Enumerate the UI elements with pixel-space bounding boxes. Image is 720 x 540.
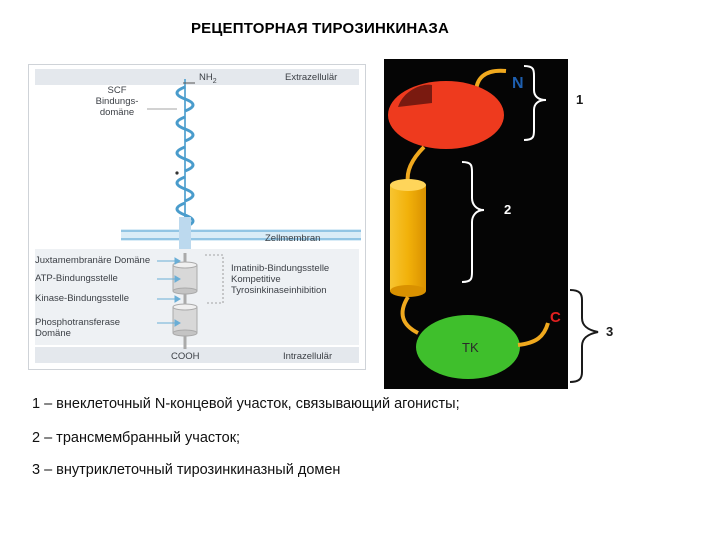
page-title: РЕЦЕПТОРНАЯ ТИРОЗИНКИНАЗА: [190, 20, 450, 37]
transmembrane-helix: [390, 185, 426, 291]
legend-item-3: 3 – внутриклеточный тирозинкиназный доме…: [32, 462, 341, 478]
receptor-cartoon-drawing: [388, 68, 550, 379]
receptor-schematic-panel: NH2 Extrazellulär SCF Bindungs- domäne Z…: [28, 64, 366, 370]
c-terminus-label: C: [550, 309, 561, 326]
receptor-schematic-drawing: [35, 69, 361, 363]
atp-binding-label: ATP-Bindungsstelle: [35, 273, 118, 284]
intracellular-band: [35, 347, 359, 363]
brace-1: [523, 65, 547, 141]
kinase-binding-label: Kinase-Bindungsstelle: [35, 293, 130, 304]
tyrosine-kinase-domain: [416, 315, 520, 379]
phosphotransferase-label: Phosphotransferase Domäne: [35, 317, 121, 339]
extracellular-label: Extrazellulär: [285, 72, 338, 83]
legend-item-2: 2 – трансмембранный участок;: [32, 430, 241, 446]
ligand-pocket: [398, 84, 432, 107]
label-3: 3: [606, 324, 614, 339]
receptor-cartoon-panel: N C TK: [384, 59, 568, 389]
label-1: 1: [576, 92, 584, 107]
n-terminus-label: N: [512, 75, 524, 92]
transmembrane-segment: [179, 217, 191, 249]
brace-3: [569, 289, 599, 383]
legend-item-1: 1 – внеклеточный N-концевой участок, свя…: [32, 396, 460, 412]
intracellular-label: Intrazellulär: [283, 351, 333, 362]
cell-membrane-label: Zellmembran: [265, 233, 321, 244]
label-2: 2: [504, 202, 512, 217]
scf-binding-domain-label: SCF Bindungs- domäne: [95, 85, 139, 118]
extracellular-band: [35, 69, 359, 85]
imatinib-binding-label: Imatinib-Bindungsstelle Kompetitive Tyro…: [231, 263, 330, 296]
c-terminal-chain: [517, 322, 550, 347]
brace-2: [461, 161, 485, 283]
kinase-cylinders: [172, 253, 198, 349]
tk-label: TK: [462, 340, 479, 355]
juxtamembrane-label: Juxtamembranäre Domäne: [35, 255, 151, 266]
nh2-label: NH2: [199, 72, 217, 85]
cooh-label: COOH: [171, 351, 200, 362]
scf-helices: [175, 85, 195, 229]
